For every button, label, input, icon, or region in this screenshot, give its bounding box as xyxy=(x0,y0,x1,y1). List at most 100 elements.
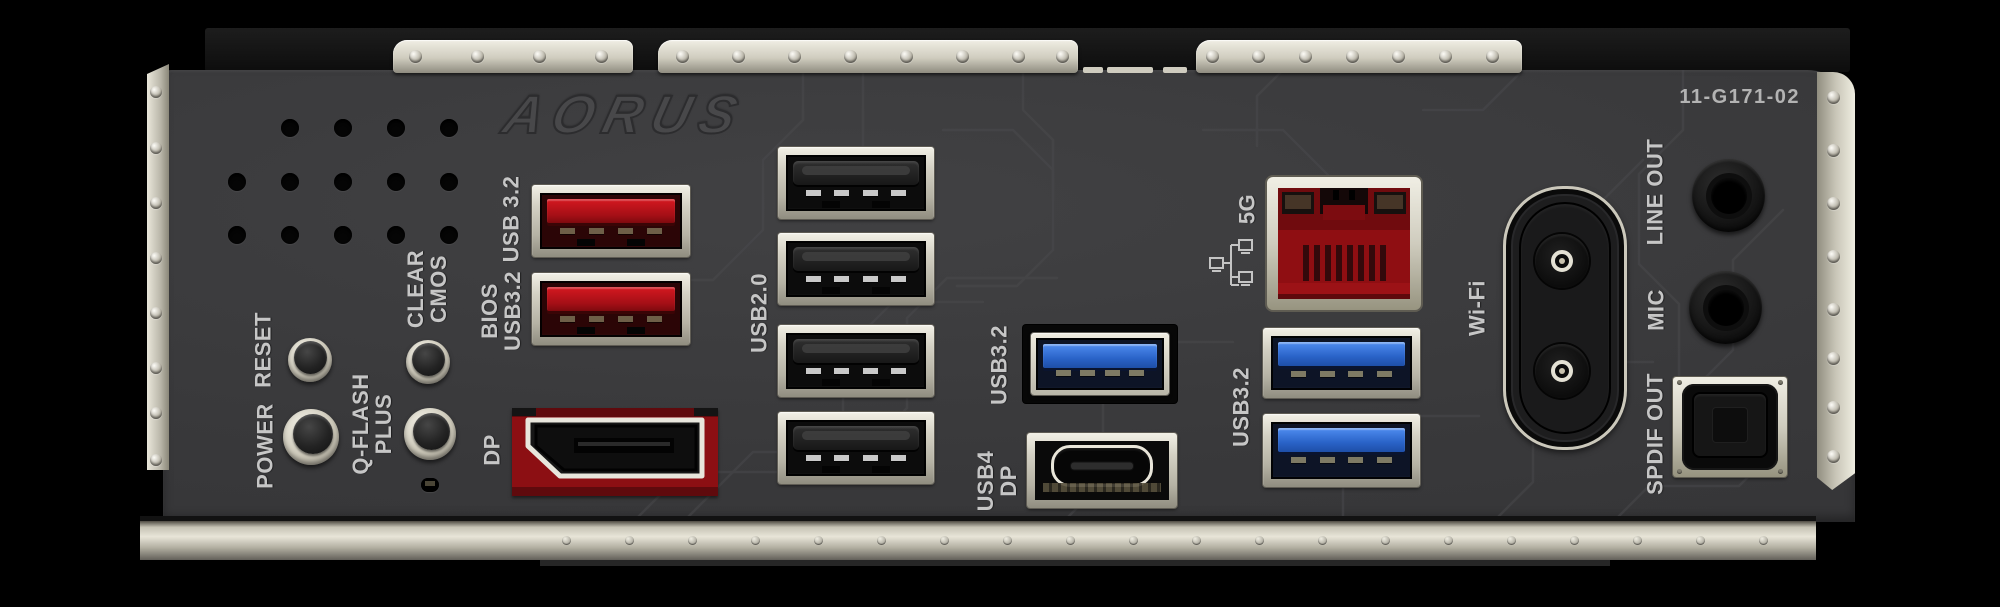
tab-screw xyxy=(899,50,913,63)
vent-hole xyxy=(281,119,299,137)
spdif-flap xyxy=(1692,392,1768,458)
port-tongue xyxy=(547,287,675,311)
qflash-line2: PLUS xyxy=(371,393,396,455)
bottom-rail-rivet xyxy=(1696,536,1705,545)
left-rail-screw xyxy=(150,252,162,264)
dp-label: DP xyxy=(479,434,505,466)
spdif-cavity xyxy=(1682,384,1778,470)
bottom-rail xyxy=(140,521,1816,560)
port-cavity xyxy=(1271,336,1412,390)
qflash-plus-button xyxy=(404,408,456,460)
network-nodes-icon xyxy=(1209,239,1253,286)
button-cap xyxy=(294,341,327,374)
qflash-plus-label: Q-FLASH PLUS xyxy=(348,373,396,474)
port-cavity xyxy=(786,241,926,297)
tab-screw xyxy=(731,50,745,63)
left-rail-screw xyxy=(150,307,162,319)
bios-usb32-label: BIOS USB3.2 xyxy=(477,270,525,352)
port-tongue xyxy=(1278,428,1405,452)
top-tab-right xyxy=(1196,40,1522,73)
bottom-rail-rivet xyxy=(625,536,634,545)
tab-screw xyxy=(470,50,484,63)
tab-screw xyxy=(1391,50,1405,63)
usb4-typec-port xyxy=(1027,433,1177,508)
vent-hole xyxy=(387,226,405,244)
vent-hole xyxy=(228,226,246,244)
bottom-rail-rivet xyxy=(751,536,760,545)
usb4-line2: DP xyxy=(996,465,1021,497)
port-pins xyxy=(806,455,906,461)
tab-screw xyxy=(594,50,608,63)
aorus-logo: AORUS xyxy=(496,84,753,146)
vent-hole xyxy=(440,226,458,244)
bios-line2: USB3.2 xyxy=(500,270,525,352)
port-pins xyxy=(1056,370,1144,376)
vent-hole xyxy=(281,226,299,244)
usb32-pair-label: USB3.2 xyxy=(1228,366,1254,448)
port-tongue xyxy=(547,199,675,223)
bottom-rail-rivet xyxy=(688,536,697,545)
clear-cmos-button xyxy=(406,340,450,384)
tab-screw xyxy=(1485,50,1499,63)
panel-edge-tab xyxy=(1163,67,1187,73)
top-tab-left xyxy=(393,40,633,73)
tab-screw xyxy=(1251,50,1265,63)
usb32-blue-pair-port-1 xyxy=(1263,328,1420,398)
qflash-led xyxy=(421,478,439,492)
left-rail-screw xyxy=(150,362,162,374)
bottom-rail-rivet xyxy=(1255,536,1264,545)
vent-hole xyxy=(387,119,405,137)
vent-hole xyxy=(387,173,405,191)
port-tongue xyxy=(793,247,919,271)
vent-hole xyxy=(281,173,299,191)
bottom-rail-rivet xyxy=(1633,536,1642,545)
part-number: 11-G171-02 xyxy=(1679,86,1800,108)
tab-screw xyxy=(408,50,422,63)
vent-hole xyxy=(440,119,458,137)
vent-hole xyxy=(228,173,246,191)
vent-hole xyxy=(334,119,352,137)
left-rail-screw xyxy=(150,142,162,154)
right-rail-screw xyxy=(1827,449,1840,463)
port-pins xyxy=(806,276,906,282)
port-pins xyxy=(1291,457,1392,463)
port-pins xyxy=(1291,371,1392,377)
port-cavity xyxy=(1271,422,1412,479)
mic-label: MIC xyxy=(1643,289,1669,331)
port-tongue xyxy=(1043,344,1157,368)
bottom-rail-rivet xyxy=(1129,536,1138,545)
usb20-port-4 xyxy=(778,412,934,484)
bottom-rail-rivet xyxy=(1318,536,1327,545)
bottom-rail-rivet xyxy=(877,536,886,545)
jack-hole xyxy=(1707,289,1744,326)
right-rail-screw xyxy=(1827,249,1840,263)
right-rail-screw xyxy=(1827,400,1840,414)
port-tongue xyxy=(1278,342,1405,366)
right-rail-screw xyxy=(1827,351,1840,365)
tab-screw xyxy=(955,50,969,63)
wifi-label: Wi-Fi xyxy=(1464,279,1490,337)
tab-screw xyxy=(1438,50,1452,63)
usb32-blue-pair-port-2 xyxy=(1263,414,1420,487)
usb20-label: USB2.0 xyxy=(746,272,772,354)
panel-edge-tab xyxy=(1083,67,1103,73)
bottom-rail-rivet xyxy=(1192,536,1201,545)
right-mounting-rail xyxy=(1817,72,1855,490)
bottom-rail-rivet xyxy=(814,536,823,545)
usb4-line1: USB4 xyxy=(973,450,998,512)
port-tongue xyxy=(793,161,919,185)
bottom-rail-rivet xyxy=(1507,536,1516,545)
bottom-rail-shadow xyxy=(540,560,1610,566)
right-rail-screw xyxy=(1827,143,1840,157)
panel-edge-tab xyxy=(1107,67,1153,73)
bottom-rail-rivet xyxy=(1444,536,1453,545)
bottom-rail-rivet xyxy=(1003,536,1012,545)
port-cavity xyxy=(1035,441,1169,500)
right-rail-screw xyxy=(1827,90,1840,104)
bottom-rail-rivet xyxy=(562,536,571,545)
wifi-antenna-connector-2 xyxy=(1535,344,1589,398)
bottom-rail-rivet xyxy=(1066,536,1075,545)
line-out-jack xyxy=(1692,159,1765,232)
power-button xyxy=(283,409,339,465)
